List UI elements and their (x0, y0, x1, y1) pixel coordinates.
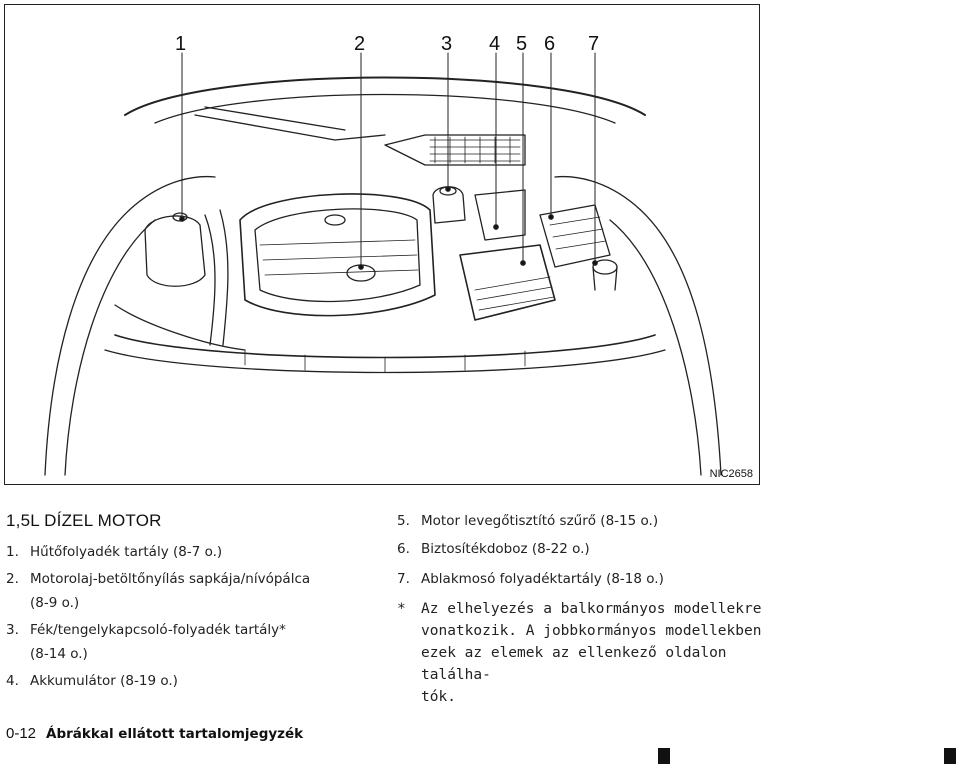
callout-6: 6 (544, 33, 556, 55)
list-item-text: Fék/tengelykapcsoló-folyadék tartály* (30, 622, 286, 638)
page-footer: 0-12 Ábrákkal ellátott tartalomjegyzék (6, 725, 303, 742)
list-item-number: 7. (397, 571, 410, 587)
thumb-tab-marker (944, 748, 956, 764)
callout-2: 2 (354, 33, 366, 55)
footnote-line: ezek az elemek az ellenkező oldalon talá… (421, 645, 727, 683)
list-item-number: 1. (6, 544, 19, 560)
list-item-text: Akkumulátor (8-19 o.) (30, 673, 178, 689)
footnote-line: tók. (421, 689, 456, 705)
list-item-text: Ablakmosó folyadéktartály (8-18 o.) (421, 571, 664, 587)
section-title: 1,5L DÍZEL MOTOR (6, 511, 162, 530)
list-item: 4. Akkumulátor (8-19 o.) (6, 673, 178, 689)
list-item-continuation: (8-9 o.) (30, 595, 80, 611)
footnote-text: Az elhelyezés a balkormányos modellekre … (421, 598, 771, 708)
list-item-text: Biztosítékdoboz (8-22 o.) (421, 541, 590, 557)
page-number: 0-12 (6, 725, 37, 742)
callout-1: 1 (175, 33, 187, 55)
callout-4: 4 (489, 33, 501, 55)
list-item: 7. Ablakmosó folyadéktartály (8-18 o.) (397, 571, 664, 587)
list-item: 2. Motorolaj-betöltőnyílás sapkája/nívópá… (6, 571, 310, 587)
list-item-number: 5. (397, 513, 410, 529)
callout-7: 7 (588, 33, 600, 55)
list-item-number: 4. (6, 673, 19, 689)
footnote-line: Az elhelyezés a balkormányos modellekre (421, 601, 762, 617)
engine-figure: 1 2 3 4 5 6 7 NIC2658 (4, 4, 760, 485)
list-item-number: 6. (397, 541, 410, 557)
list-item-number: 3. (6, 622, 19, 638)
list-item: 6. Biztosítékdoboz (8-22 o.) (397, 541, 590, 557)
list-item-text: Hűtőfolyadék tartály (8-7 o.) (30, 544, 223, 560)
list-item: 3. Fék/tengelykapcsoló-folyadék tartály* (6, 622, 286, 638)
list-item-number: 2. (6, 571, 19, 587)
list-item: 1. Hűtőfolyadék tartály (8-7 o.) (6, 544, 222, 560)
footer-title: Ábrákkal ellátott tartalomjegyzék (46, 726, 304, 742)
callout-5: 5 (516, 33, 528, 55)
footnote-marker: * (397, 601, 406, 617)
list-item-text: Motor levegőtisztító szűrő (8-15 o.) (421, 513, 659, 529)
list-item-continuation: (8-14 o.) (30, 646, 88, 662)
footnote-line: vonatkozik. A jobbkormányos modellekben (421, 623, 762, 639)
engine-bay-illustration (44, 52, 722, 476)
thumb-tab-marker (658, 748, 670, 764)
callout-3: 3 (441, 33, 453, 55)
list-item-text: Motorolaj-betöltőnyílás sapkája/nívópálc… (30, 571, 311, 587)
list-item: 5. Motor levegőtisztító szűrő (8-15 o.) (397, 513, 658, 529)
figure-code: NIC2658 (709, 468, 753, 480)
